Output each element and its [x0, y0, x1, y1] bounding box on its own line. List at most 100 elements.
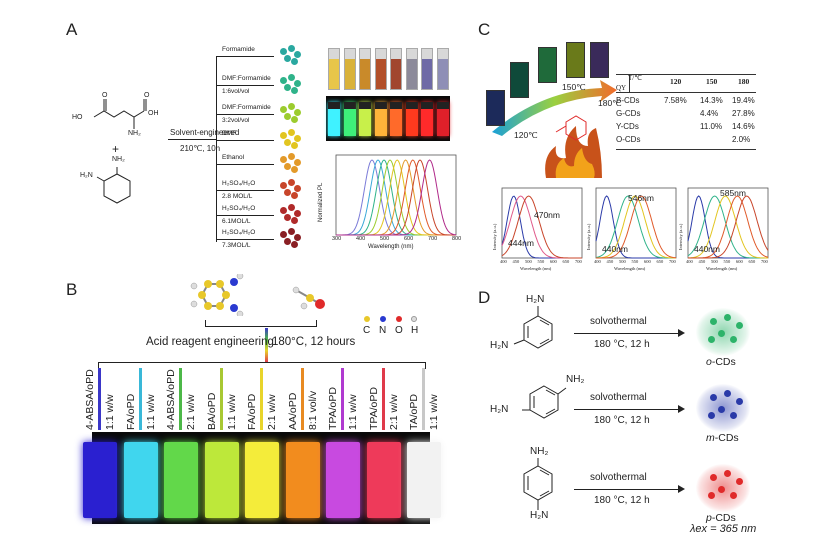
cd-particle — [280, 132, 287, 139]
product-suffix: -CDs — [711, 356, 736, 368]
cd-dot — [730, 492, 737, 499]
temp-150: 150℃ — [562, 82, 586, 92]
cd-particle — [280, 231, 287, 238]
center-stem — [265, 328, 268, 362]
cd-particle — [284, 113, 291, 120]
sample-ratio: 2:1 w/w — [185, 394, 197, 430]
cd-particle — [291, 116, 298, 123]
table-cell: 14.3% — [700, 96, 723, 105]
table-corner-divider — [629, 74, 630, 92]
reaction-arrow — [574, 333, 682, 335]
condition-label: 180 °C, 12 h — [594, 339, 650, 350]
solvent-arrow — [216, 114, 274, 115]
sample-connector — [179, 368, 182, 430]
sample-connector — [219, 368, 223, 430]
cd-particle — [291, 58, 298, 65]
glutamic-acid-structure — [93, 99, 147, 129]
cd-dot — [710, 474, 717, 481]
cd-particle — [280, 77, 287, 84]
cd-particle — [291, 166, 298, 173]
cd-particle — [280, 48, 287, 55]
sample-vial — [366, 442, 401, 518]
table-cell: 2.0% — [732, 135, 751, 144]
sample-vial — [83, 442, 117, 518]
uv-vial — [405, 102, 418, 136]
spectrum-xlabel: Wavelength (nm) — [520, 266, 552, 271]
p-pd-nh2-bottom: H₂N — [530, 510, 549, 521]
arrow-head — [678, 485, 685, 493]
uv-vial — [390, 102, 402, 136]
solvent-ratio: 1:6vol/vol — [222, 88, 250, 95]
spectrum-xtick: 600 — [550, 259, 557, 264]
uv-vial — [328, 102, 340, 136]
cd-particle — [294, 159, 301, 166]
sample-vial — [164, 442, 198, 518]
uv-vial — [359, 102, 371, 136]
spectrum-xtick: 550 — [537, 259, 545, 264]
pl-spectra-chart — [335, 154, 457, 236]
daylight-vial — [359, 48, 371, 90]
spectrum-chart — [595, 187, 677, 259]
cd-dot — [718, 406, 725, 413]
product-prefix: p — [706, 512, 712, 524]
cd-dot — [730, 412, 737, 419]
sample-connector — [98, 368, 101, 430]
sample-ratio: 8:1 vol/v — [306, 390, 319, 430]
solvent-ratio: 2.8 MOL/L — [222, 193, 253, 200]
product-suffix: -CDs — [711, 512, 736, 524]
solvent-label: H₂SO₄/H₂O — [222, 180, 256, 187]
product-label: m-CDs — [706, 432, 739, 444]
product-prefix: o — [706, 356, 712, 368]
flame-molecule-illustration — [545, 115, 602, 178]
atom-c-dot — [364, 316, 370, 322]
cd-particle — [291, 241, 298, 248]
spectrum-xtick: 450 — [512, 259, 520, 264]
cd-dot — [736, 398, 743, 405]
cd-particle — [288, 74, 295, 81]
spectrum-chart — [501, 187, 583, 259]
daylight-vial — [390, 48, 402, 90]
pl-xtick: 600 — [404, 236, 414, 242]
cd-particle — [280, 156, 287, 163]
spectrum-xtick: 650 — [656, 259, 664, 264]
spectrum-xlabel: Wavelength (nm) — [614, 266, 646, 271]
daylight-vial — [436, 48, 449, 90]
solvent-label: H₂SO₄/H₂O — [222, 229, 256, 236]
cd-particle — [294, 234, 301, 241]
branch-line — [216, 57, 217, 242]
uv-vial — [421, 102, 433, 136]
pl-xtick: 400 — [356, 236, 366, 242]
cd-particle — [294, 210, 301, 217]
table-cell: 11.0% — [700, 122, 723, 131]
table-corner-bottom: QY — [616, 84, 627, 92]
sample-name: TPA/oPD — [327, 387, 339, 430]
atom-h-label: H — [411, 325, 419, 336]
sample-ratio: 1:1 w/w — [225, 394, 238, 430]
uv-vial — [374, 102, 387, 136]
daylight-vial — [328, 48, 340, 90]
excitation-label: 440nm — [602, 244, 628, 254]
atom-o-label: O — [395, 325, 403, 336]
atom-c-label: C — [363, 325, 371, 336]
spectrum-xtick: 550 — [631, 259, 639, 264]
engineering-condition: 180°C, 12 hours — [272, 336, 356, 348]
solvent-label: DMF — [222, 130, 237, 137]
sample-name: TPA/oPD — [367, 387, 380, 430]
cd-particle — [288, 153, 295, 160]
spectrum-xtick: 650 — [562, 259, 570, 264]
spectrum-xtick: 500 — [525, 259, 532, 264]
cd-dot — [724, 314, 731, 321]
solvent-ratio: 3:2vol/vol — [222, 117, 250, 124]
table-top-rule — [616, 74, 756, 75]
o-label-2: O — [144, 92, 150, 99]
sample-vial — [326, 442, 360, 518]
solvent-label: Ethanol — [222, 154, 245, 161]
table-row-name: B-CDs — [616, 96, 640, 105]
o-pd-structure — [513, 306, 553, 349]
cd-dot — [730, 336, 737, 343]
sample-ratio: 2:1 w/w — [266, 394, 278, 430]
nh2-label: NH₂ — [128, 130, 141, 137]
opd-h2n-label: H₂N — [80, 172, 93, 179]
cd-particle — [288, 228, 295, 235]
pl-xtick: 500 — [380, 236, 390, 242]
